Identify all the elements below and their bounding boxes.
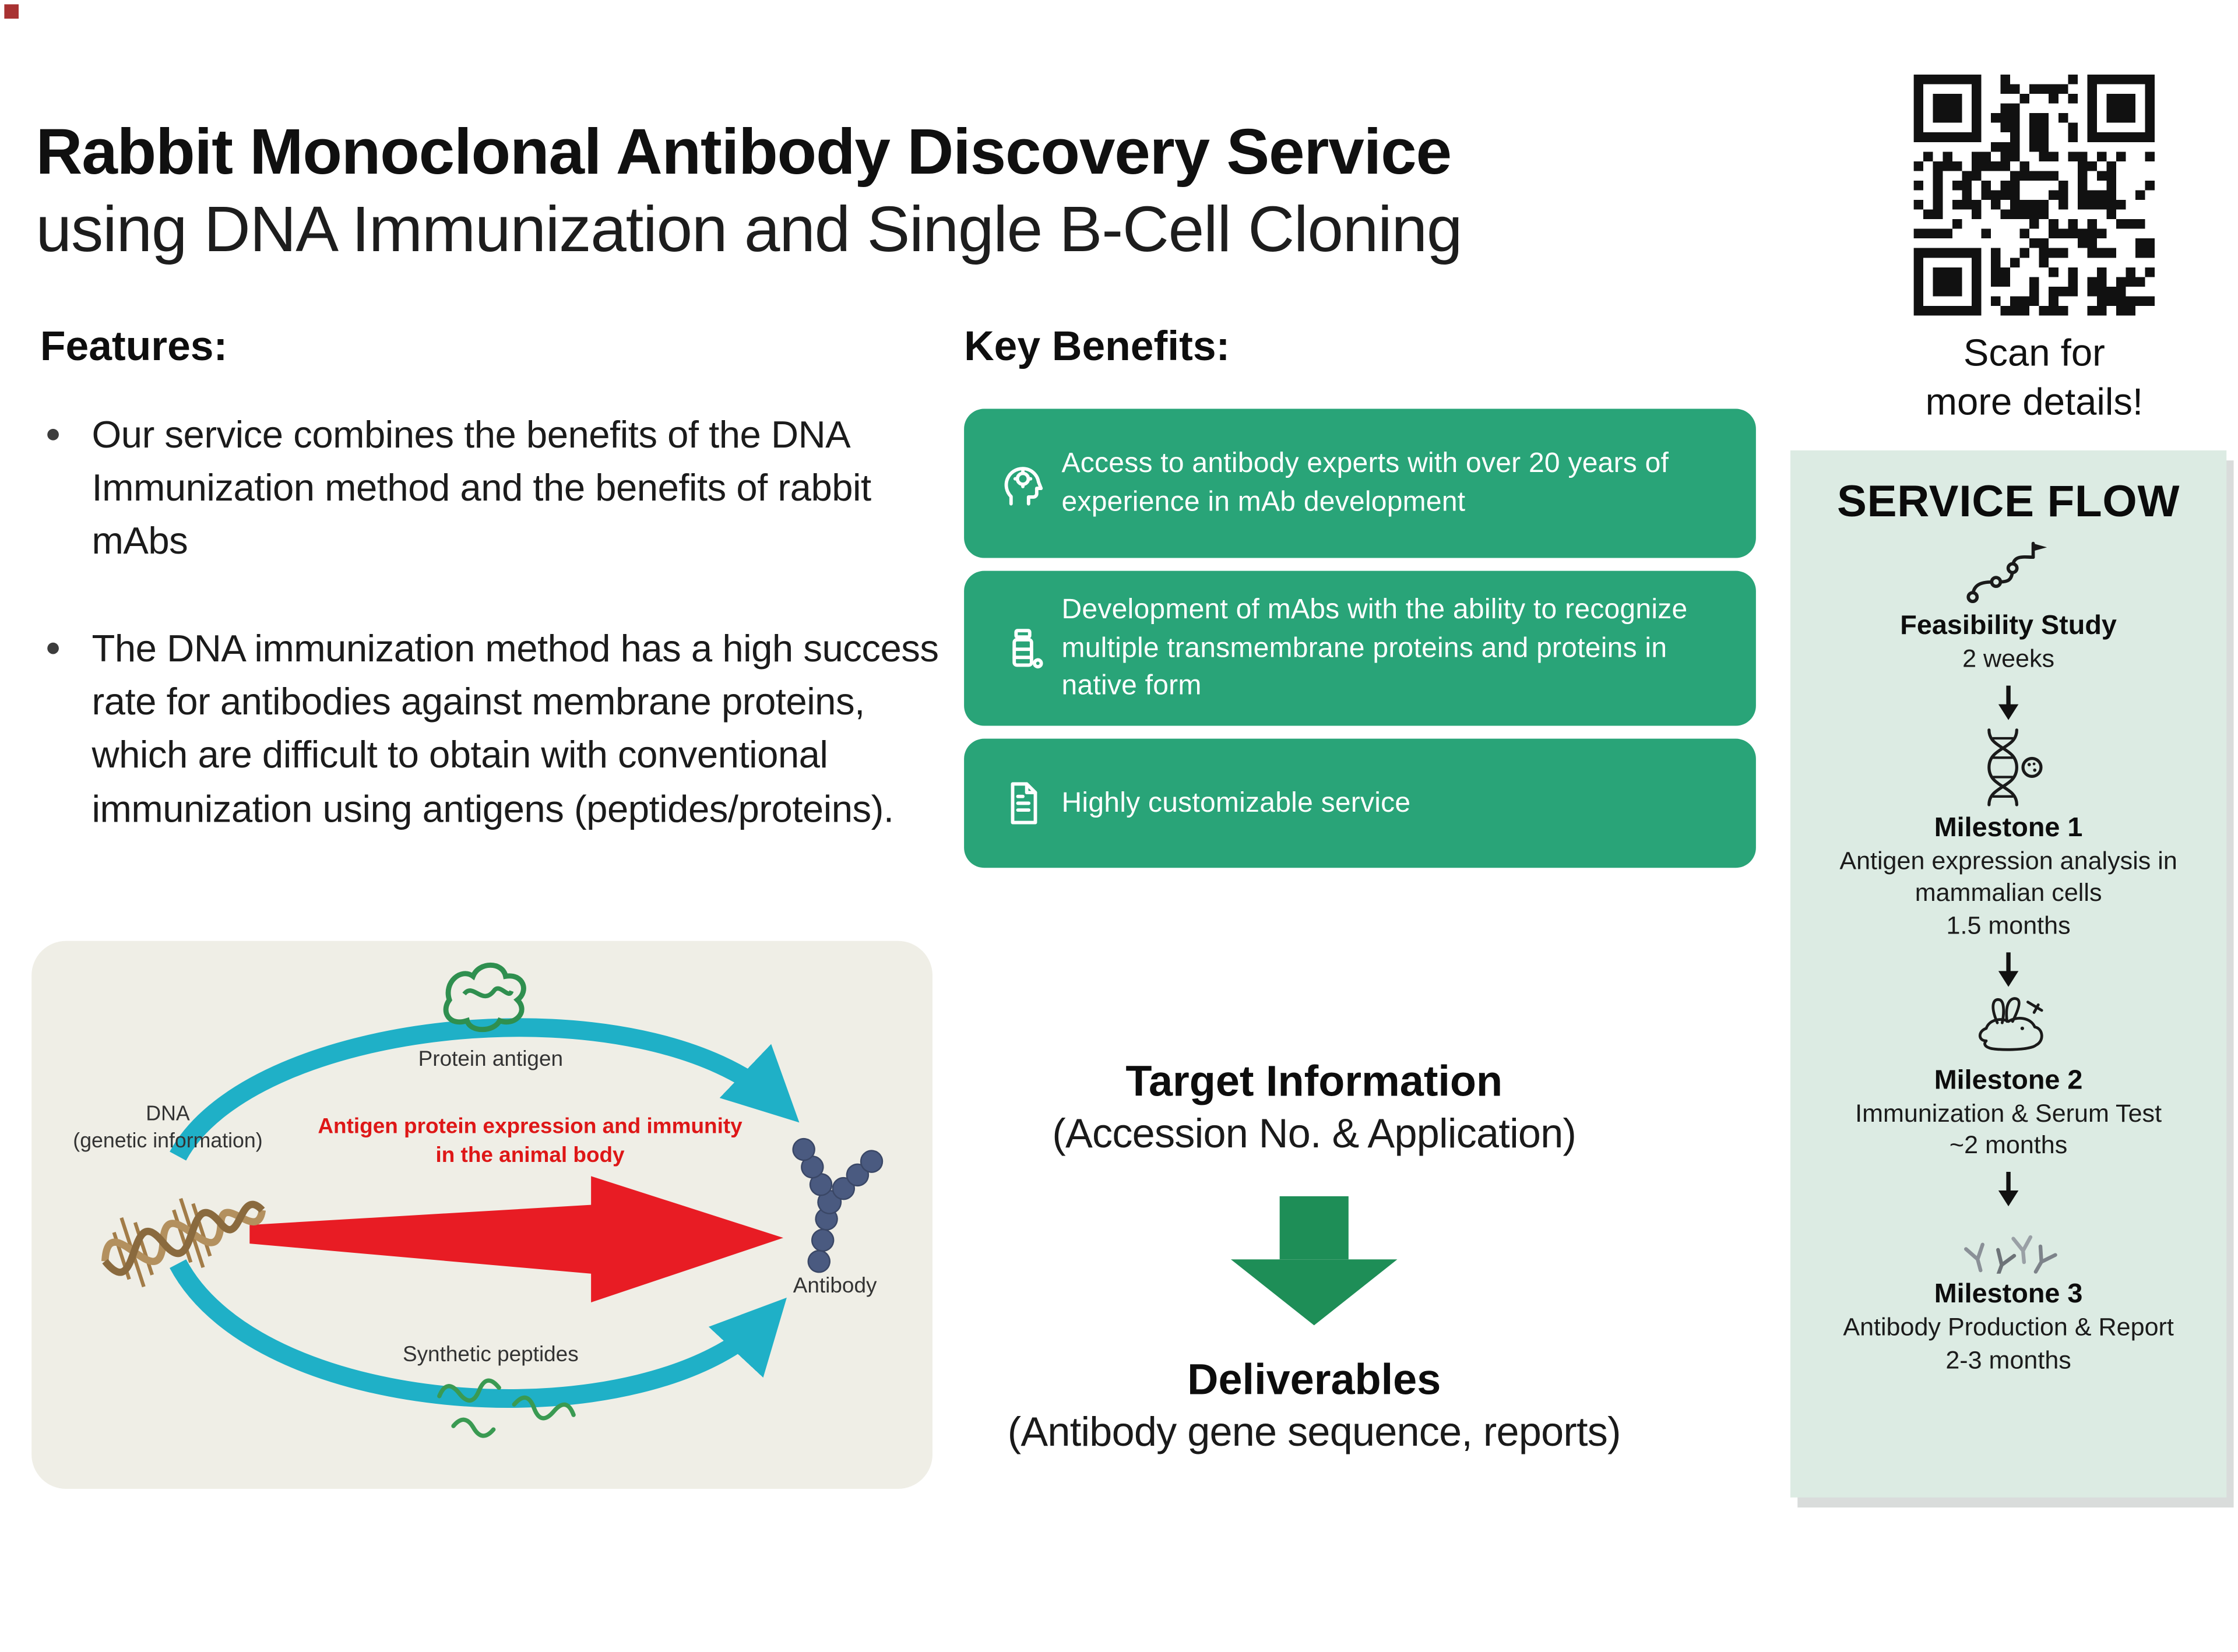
feature-bullet-2: The DNA immunization method has a high s…: [40, 623, 958, 836]
header: Rabbit Monoclonal Antibody Discovery Ser…: [36, 115, 1643, 267]
step-description: Immunization & Serum Test: [1855, 1098, 2162, 1128]
benefit-text-3: Highly customizable service: [1061, 787, 1411, 819]
feature-text-2: The DNA immunization method has a high s…: [92, 627, 939, 830]
dna-label-line1: DNA: [146, 1102, 190, 1126]
antibody-label: Antibody: [793, 1273, 877, 1298]
dna-label: DNA (genetic information): [53, 1101, 283, 1156]
protein-antigen-label: Protein antigen: [418, 1047, 564, 1072]
page-subtitle: using DNA Immunization and Single B-Cell…: [36, 192, 1463, 266]
step-duration: 2 weeks: [1962, 644, 2055, 673]
qr-code-icon: [1913, 74, 2155, 316]
flow-step-milestone-3: Milestone 3 Antibody Production & Report…: [1790, 1214, 2226, 1375]
qr-caption: Scan for more details!: [1877, 330, 2193, 427]
pipeline-section: Target Information (Accession No. & Appl…: [984, 1059, 1644, 1457]
qr-block: Scan for more details!: [1877, 74, 2193, 427]
arrow-caption-line1: Antigen protein expression and immunity: [318, 1114, 743, 1139]
dna-label-line2: (genetic information): [73, 1130, 263, 1153]
step-description: Antibody Production & Report: [1843, 1313, 2174, 1342]
bullet-icon: [47, 643, 59, 655]
step-duration: 2-3 months: [1945, 1344, 2071, 1373]
benefit-card-1: Access to antibody experts with over 20 …: [964, 408, 1756, 558]
corner-marker: [4, 4, 19, 19]
feature-text-1: Our service combines the benefits of the…: [92, 413, 872, 563]
key-benefits-section: Key Benefits: Access to antibody experts…: [964, 324, 1756, 880]
feature-bullet-1: Our service combines the benefits of the…: [40, 409, 958, 569]
features-heading: Features:: [40, 324, 228, 371]
red-arrow-icon: [249, 1176, 783, 1303]
antibody-y-icon: [792, 1137, 884, 1273]
flow-down-arrow-icon: [1998, 1172, 2019, 1207]
benefit-text-2: Development of mAbs with the ability to …: [1061, 593, 1688, 702]
peptide-squiggles-icon: [437, 1378, 576, 1438]
cycle-arrow-top-icon: [170, 1018, 800, 1161]
dna-icon: [1790, 728, 2226, 808]
arrow-caption: Antigen protein expression and immunity …: [247, 1113, 813, 1171]
deliverables-title: Deliverables: [1187, 1357, 1441, 1404]
protein-scribble-icon: [443, 962, 526, 1033]
key-benefits-heading: Key Benefits:: [964, 324, 1230, 371]
step-title: Milestone 2: [1934, 1065, 2083, 1096]
features-section: Features: Our service combines the benef…: [40, 324, 958, 890]
qr-caption-line1: Scan for: [1963, 331, 2105, 375]
service-flow-heading: SERVICE FLOW: [1836, 476, 2180, 527]
synthetic-peptides-label: Synthetic peptides: [402, 1342, 579, 1367]
medicine-bottle-icon: [984, 621, 1062, 676]
process-route-icon: [1790, 540, 2226, 605]
dna-helix-icon: [101, 1197, 266, 1288]
bullet-icon: [47, 428, 59, 441]
target-information-title: Target Information: [1125, 1058, 1503, 1106]
step-duration: 1.5 months: [1946, 910, 2071, 939]
step-title: Milestone 3: [1934, 1280, 2083, 1311]
deliverables-subtitle: (Antibody gene sequence, reports): [1007, 1410, 1621, 1456]
page-title: Rabbit Monoclonal Antibody Discovery Ser…: [36, 114, 1452, 188]
benefit-text-1: Access to antibody experts with over 20 …: [1061, 448, 1669, 518]
antibodies-icon: [1790, 1214, 2226, 1274]
head-brain-icon: [984, 456, 1062, 511]
step-title: Milestone 1: [1934, 813, 2083, 844]
arrow-caption-line2: in the animal body: [435, 1143, 625, 1168]
flow-down-arrow-icon: [1998, 686, 2019, 721]
step-duration: ~2 months: [1949, 1130, 2068, 1160]
qr-caption-line2: more details!: [1925, 380, 2144, 423]
step-title: Feasibility Study: [1900, 611, 2117, 642]
flow-step-milestone-2: Milestone 2 Immunization & Serum Test ~2…: [1790, 994, 2226, 1161]
down-arrow-icon: [1221, 1196, 1407, 1326]
flow-step-milestone-1: Milestone 1 Antigen expression analysis …: [1790, 728, 2226, 941]
benefit-card-3: Highly customizable service: [964, 738, 1756, 868]
rabbit-icon: [1790, 994, 2226, 1060]
flow-down-arrow-icon: [1998, 952, 2019, 987]
dna-immunization-diagram: Protein antigen DNA (genetic information…: [31, 941, 932, 1489]
step-description: Antigen expression analysis in mammalian…: [1839, 846, 2177, 907]
document-icon: [984, 776, 1062, 831]
flow-step-feasibility: Feasibility Study 2 weeks: [1790, 540, 2226, 675]
target-information-subtitle: (Accession No. & Application): [1052, 1111, 1577, 1158]
benefit-card-2: Development of mAbs with the ability to …: [964, 570, 1756, 726]
service-flow-panel: SERVICE FLOW Feasibility Study 2 weeks: [1790, 450, 2227, 1498]
